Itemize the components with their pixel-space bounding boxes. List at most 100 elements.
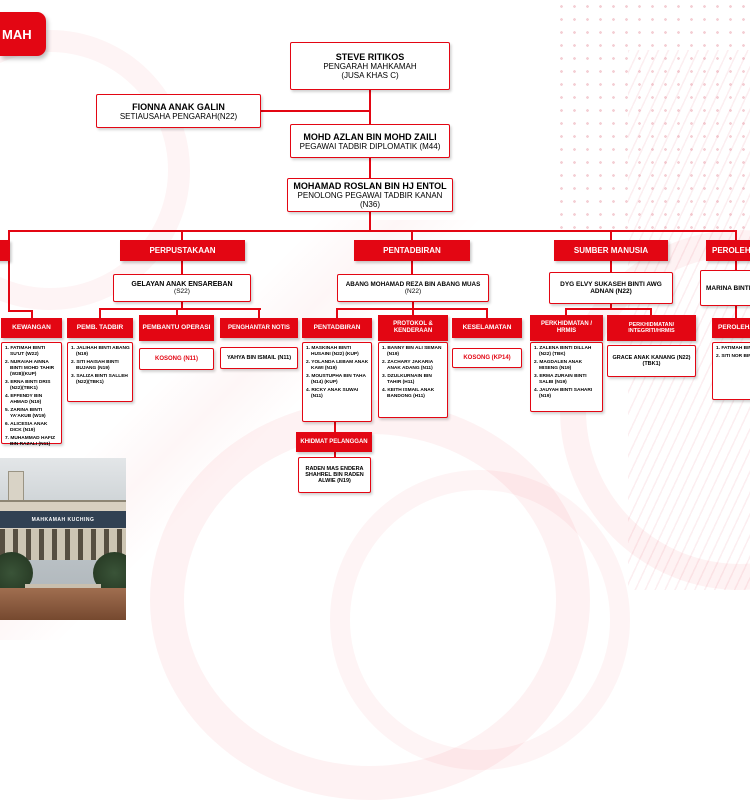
building-sign-text: MAHKAMAH KUCHING [31, 516, 95, 523]
unit-label: KHIDMAT PELANGGAN [300, 438, 368, 445]
department-label: SUMBER MANUSIA [573, 245, 649, 255]
staff-member: 2. YOLANDA LEBAM ANAK KAWI (N19) [306, 359, 369, 372]
pembantu-operasi-vacancy-box: KOSONG (N11) [139, 348, 214, 370]
staff-member: RADEN MAS ENDERA SHAHREL BIN RADEN ALWIE… [305, 466, 364, 484]
director-grade: (JUSA KHAS C) [341, 71, 399, 80]
dot-pattern [555, 0, 750, 235]
connector [181, 261, 183, 274]
connector [261, 110, 369, 112]
connector-bus [8, 230, 737, 232]
staff-member: 5. ZARINA BINTI YA'AKUB (W19) [5, 408, 46, 420]
connector [334, 420, 336, 432]
perkhidmatan-hrmis-staff-list: 1. ZALENA BINTI DILLAH (N22) (TBK)2. MAG… [530, 342, 603, 412]
unit-header-pemb-tadbir: PEMB. TADBIR [67, 318, 133, 338]
department-header-cutoff-left [0, 240, 10, 261]
connector [99, 310, 101, 318]
unit-header-perkhidmatan-hrmis: PERKHIDMATAN / HRMIS [530, 315, 603, 341]
connector-bus [565, 308, 652, 310]
connector [412, 310, 414, 315]
staff-member: 1. BANNY BIN ALI SEMAN (N19) [382, 346, 442, 358]
staff-member: 1. JALIHAH BINTI ABANG (N19) [71, 346, 130, 358]
unit-label: PERKHIDMATAN / HRMIS [540, 321, 593, 334]
connector [610, 261, 612, 272]
unit-header-kewangan: KEWANGAN [1, 318, 62, 338]
senior-assistant-title: PENOLONG PEGAWAI TADBIR KANAN (N36) [297, 191, 443, 209]
staff-member: 4. JAUYAH BINTI SAHARI (N19) [534, 387, 593, 400]
connector [8, 261, 10, 312]
staff-member: 3. SALIZA BINTI SALLEH (N22)(TBK1) [71, 373, 128, 386]
secretary-title: SETIAUSAHA PENGARAH(N22) [119, 111, 238, 121]
staff-member: 1. FATIMAH BINTI SU'UT (W22) [5, 346, 46, 358]
head-grade: (N22) [404, 288, 422, 295]
secretary-box: FIONNA ANAK GALIN SETIAUSAHA PENGARAH(N2… [96, 94, 261, 128]
staff-member: 4. RICKY ANAK SUWAI (N11) [306, 387, 359, 400]
head-box-perpustakaan: GELAYAN ANAK ENSAREBAN (S22) [113, 274, 251, 302]
connector [369, 90, 371, 125]
staff-member: 3. DZULKURNAIN BIN TAHIR (H11) [382, 373, 432, 386]
staff-member: 3. MOUSTUPHA BIN TAHA (N14) (KUP) [306, 373, 366, 386]
connector [411, 232, 413, 240]
unit-label: PROTOKOL & KENDERAAN [393, 321, 433, 334]
swirl-decoration [0, 30, 190, 310]
department-label: PEROLEHAN [712, 245, 750, 255]
pemb-tadbir-staff-list: 1. JALIHAH BINTI ABANG (N19)2. SITI HAIS… [67, 342, 133, 402]
unit-header-keselamatan: KESELAMATAN [452, 318, 522, 338]
connector [735, 261, 737, 270]
title-banner: MAH [0, 12, 46, 56]
connector [334, 452, 336, 457]
connector [8, 232, 10, 240]
unit-header-pembantu-operasi: PEMBANTU OPERASI [139, 315, 214, 341]
unit-header-khidmat-pelanggan: KHIDMAT PELANGGAN [296, 432, 372, 452]
unit-label: KESELAMATAN [462, 324, 512, 332]
staff-member: 3. ERNA BINTI DRIS (N22)(TBK1) [5, 380, 51, 392]
photo-ground [0, 587, 126, 620]
title-banner-label: MAH [2, 26, 32, 42]
connector-bus [99, 308, 261, 310]
connector [369, 158, 371, 178]
director-name: STEVE RITIKOS [335, 52, 405, 62]
staff-member: 6. ALICESIA ANAK DICK (N19) [5, 422, 48, 434]
head-name: GELAYAN ANAK ENSAREBAN [131, 281, 233, 288]
protokol-staff-list: 1. BANNY BIN ALI SEMAN (N19)2. ZACHARY J… [378, 342, 448, 418]
integriti-staff-box: GRACE ANAK KANANG (N22)(TBK1) [607, 345, 696, 377]
connector [486, 310, 488, 318]
department-header-pentadbiran: PENTADBIRAN [354, 240, 470, 261]
staff-member: 4. EFFENDY BIN AHMAD (N19) [5, 394, 43, 406]
director-box: STEVE RITIKOS PENGARAH MAHKAMAH (JUSA KH… [290, 42, 450, 90]
unit-label: PEROLEHAN [718, 324, 750, 332]
staff-member: GRACE ANAK KANANG (N22)(TBK1) [612, 355, 691, 367]
connector-bus [336, 308, 488, 310]
unit-label: PEMBANTU OPERASI [142, 324, 211, 332]
department-header-sumber-manusia: SUMBER MANUSIA [554, 240, 668, 261]
unit-label: PENTADBIRAN [313, 324, 361, 332]
kewangan-staff-list: 1. FATIMAH BINTI SU'UT (W22)2. NURAIAH A… [1, 342, 62, 447]
staff-member: YAHYA BIN ISMAIL (N11) [226, 355, 292, 361]
connector [735, 306, 737, 318]
admin-officer-box: MOHD AZLAN BIN MOHD ZAILI PEGAWAI TADBIR… [290, 124, 450, 158]
connector [735, 232, 737, 240]
staff-member: 1. MASKINAH BINTI HUSAINI (N22) (KUP) [306, 346, 359, 358]
staff-member: 4. KEITH ISMAIL ANAK BANDONG (H11) [382, 387, 435, 400]
connector [610, 232, 612, 240]
connector [31, 312, 33, 318]
connector [412, 302, 414, 308]
courthouse-photo: MAHKAMAH KUCHING [0, 458, 126, 620]
department-header-perolehan: PEROLEHAN [706, 240, 750, 261]
head-box-pentadbiran: ABANG MOHAMAD REZA BIN ABANG MUAS (N22) [337, 274, 489, 302]
unit-header-penghantar-notis: PENGHANTAR NOTIS [220, 318, 298, 338]
connector [181, 302, 183, 310]
admin-officer-title: PEGAWAI TADBIR DIPLOMATIK (M44) [299, 141, 441, 151]
staff-member: 1. ZALENA BINTI DILLAH (N22) (TBK) [534, 346, 592, 358]
head-name: MARINA BINTI RAHMAN [706, 284, 750, 292]
vacancy-label: KOSONG (KP14) [463, 355, 511, 361]
department-header-perpustakaan: PERPUSTAKAAN [120, 240, 245, 261]
staff-member: 2. MAGDALEN ANAK MISENG (N19) [534, 359, 583, 372]
unit-label: KEWANGAN [12, 324, 51, 332]
keselamatan-vacancy-box: KOSONG (KP14) [452, 348, 522, 368]
connector [176, 310, 178, 315]
connector [336, 310, 338, 318]
staff-member: 3. ERMA ZURAIN BINTI SALBI (N19) [534, 373, 587, 386]
staff-member: 2. ZACHARY JAKARIA ANAK ADANG (N11) [382, 359, 433, 372]
unit-label: PEMB. TADBIR [76, 324, 124, 332]
